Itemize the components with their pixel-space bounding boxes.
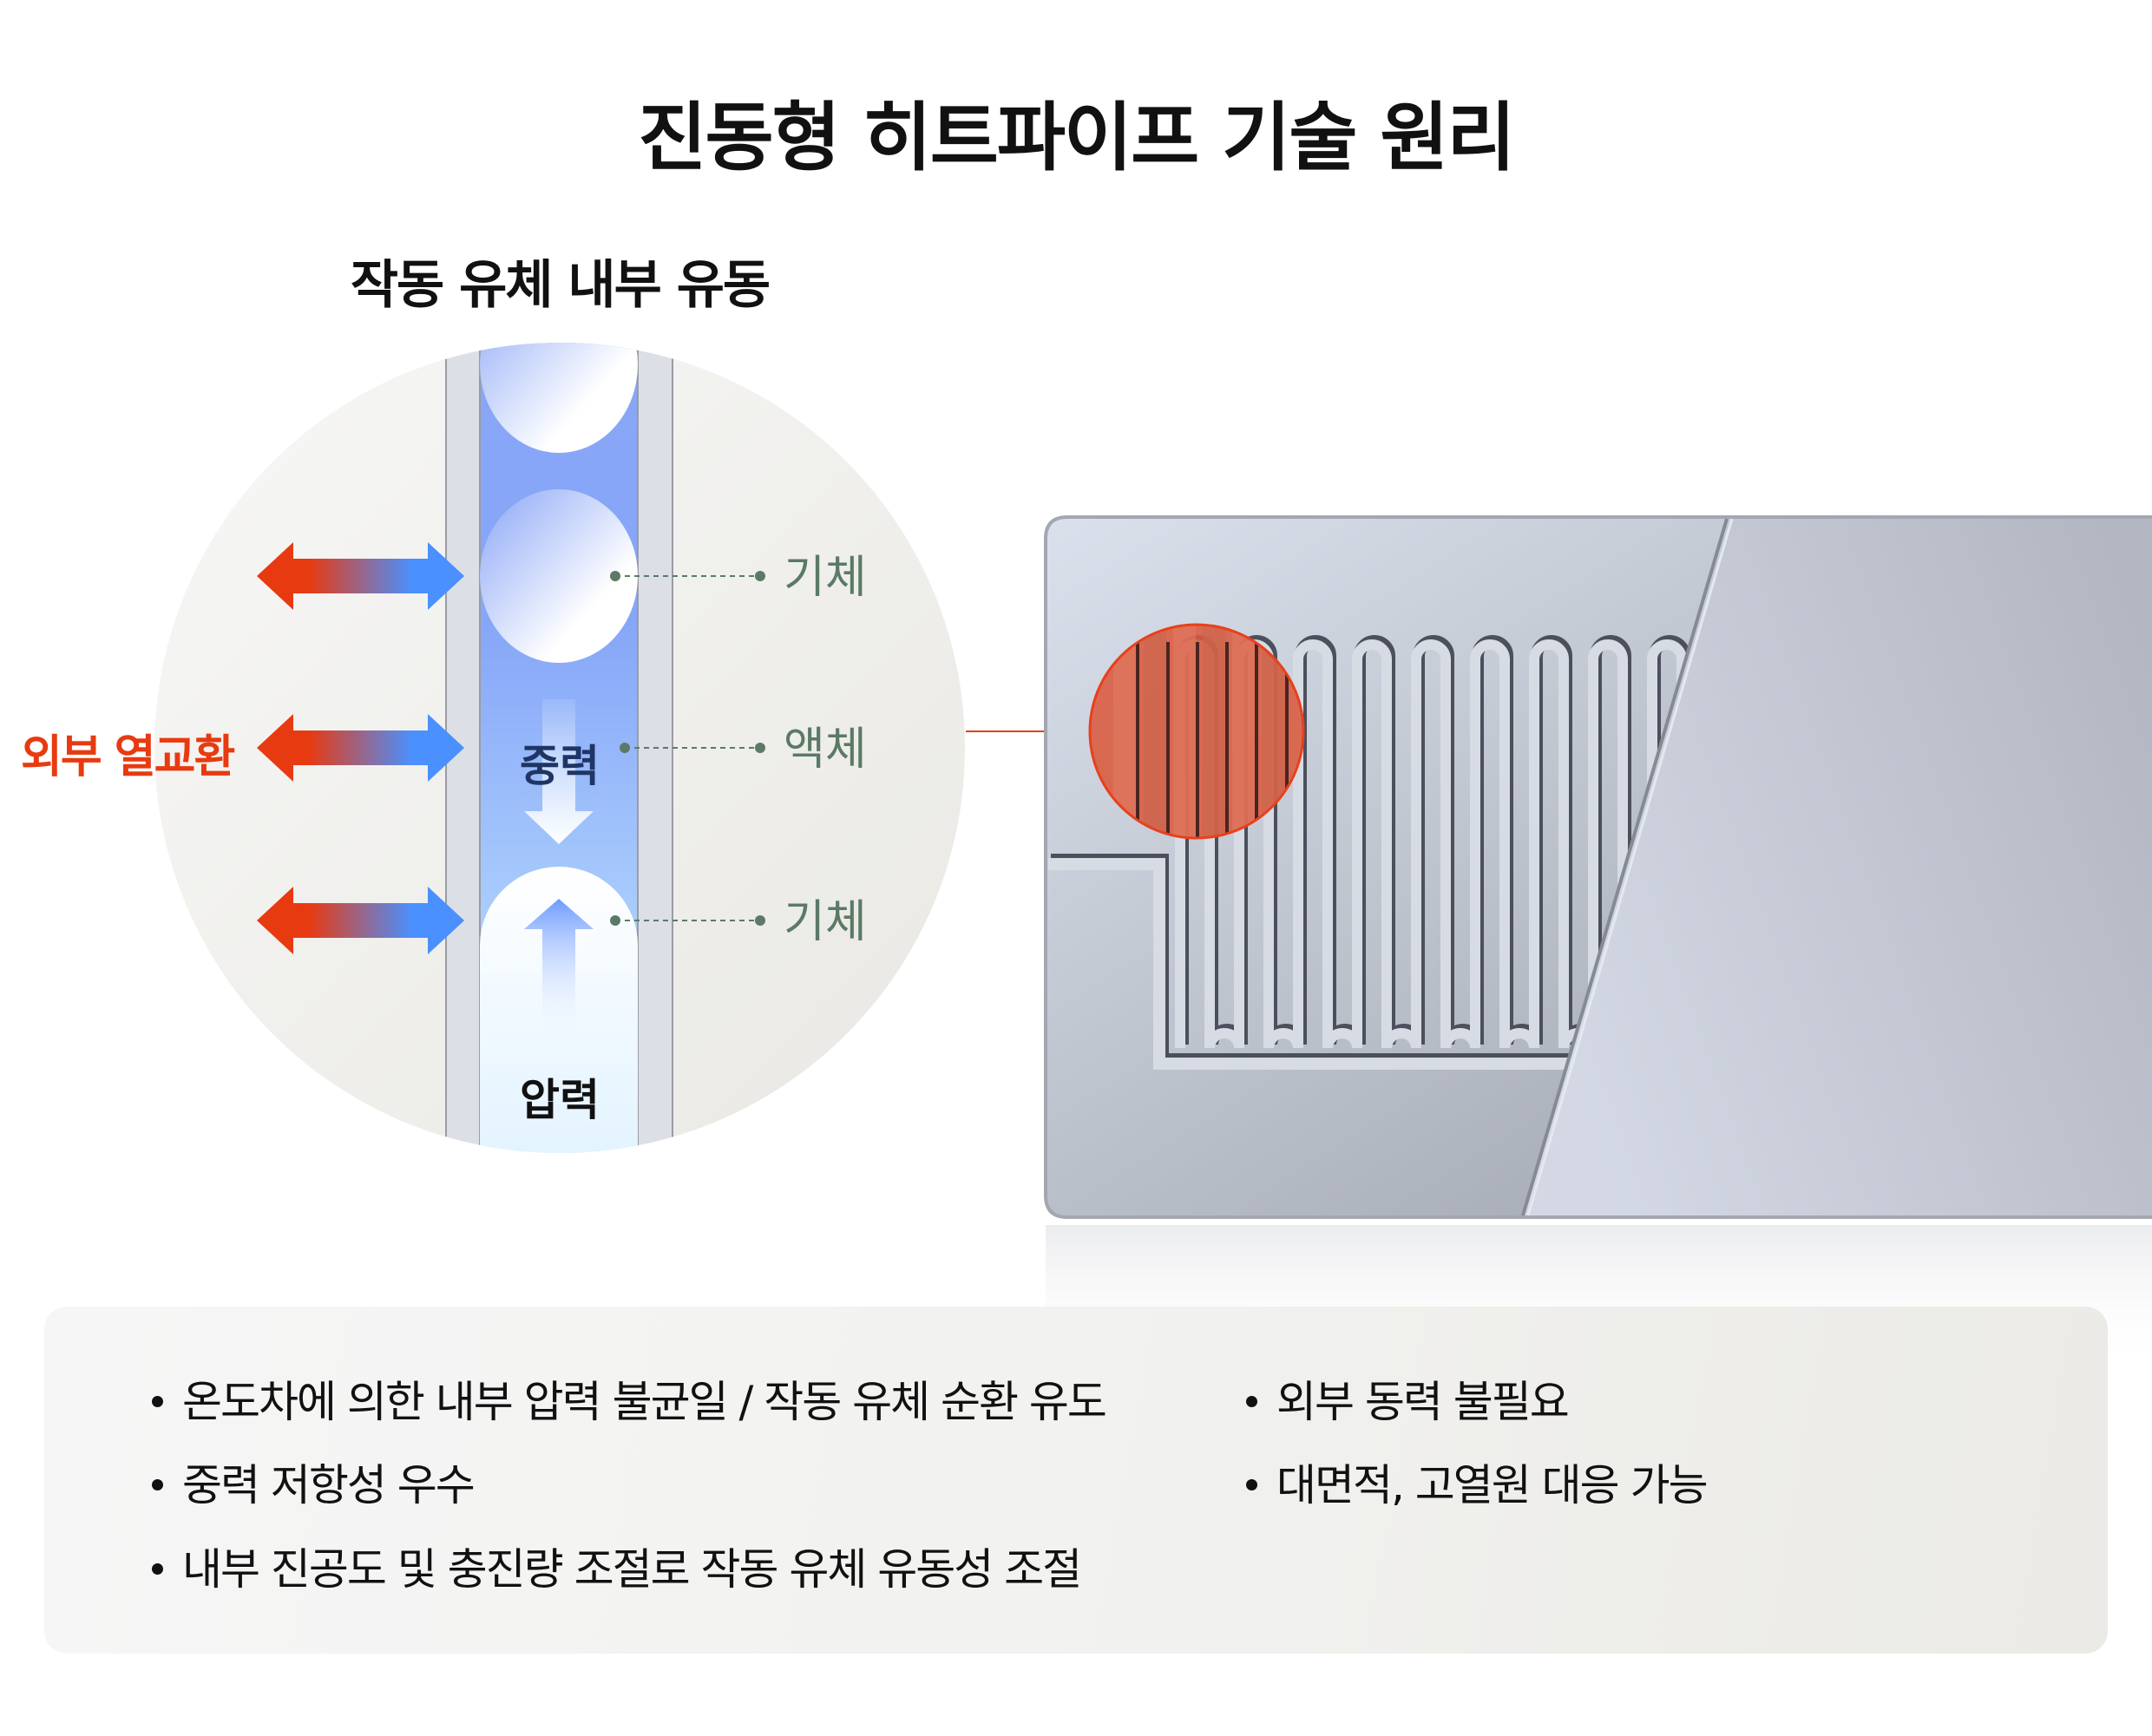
external-heat-exchange-label: 외부 열교환 xyxy=(21,731,235,783)
gas-label-bottom: 기체 xyxy=(784,896,867,948)
channel-loop xyxy=(1352,639,1421,1049)
channel-loop xyxy=(1411,639,1480,1049)
pressure-arrow-icon xyxy=(524,899,594,1041)
feature-item: 내부 진공도 및 충진량 조절로 작동 유체 유동성 조절 xyxy=(152,1535,1082,1597)
feature-item: 중력 저항성 우수 xyxy=(152,1451,476,1513)
diagram-subtitle: 작동 유체 내부 유동 xyxy=(350,255,771,316)
gravity-label: 중력 xyxy=(520,741,600,791)
features-panel: 온도차에 의한 내부 압력 불균일 / 작동 유체 순환 유도 중력 저항성 우… xyxy=(44,1307,2108,1654)
page-title: 진동형 히트파이프 기술 원리 xyxy=(638,95,1515,181)
gas-label-top: 기체 xyxy=(784,552,867,604)
channel-loop xyxy=(1293,639,1362,1049)
heat-exchange-arrow-icon xyxy=(257,542,464,610)
heat-pipe-plate xyxy=(1044,515,2152,1219)
feature-item: 대면적, 고열원 대응 가능 xyxy=(1246,1451,1709,1513)
magnifier-highlight xyxy=(1088,623,1305,840)
heat-exchange-arrow-icon xyxy=(257,887,464,954)
feature-item: 온도차에 의한 내부 압력 불균일 / 작동 유체 순환 유도 xyxy=(152,1367,1107,1430)
gas-bubble-middle xyxy=(480,489,638,663)
heat-exchange-arrow-icon xyxy=(257,714,464,782)
channel-loop xyxy=(1470,639,1539,1049)
gravity-arrow-icon xyxy=(524,699,594,844)
magnified-view: 기체 액체 기체 중력 압력 xyxy=(154,343,965,1153)
feature-item: 외부 동력 불필요 xyxy=(1246,1367,1570,1430)
pressure-label: 압력 xyxy=(520,1075,600,1125)
liquid-label: 액체 xyxy=(784,724,867,776)
gas-bubble-top xyxy=(480,343,638,453)
channel-manifold xyxy=(1048,858,1588,1070)
